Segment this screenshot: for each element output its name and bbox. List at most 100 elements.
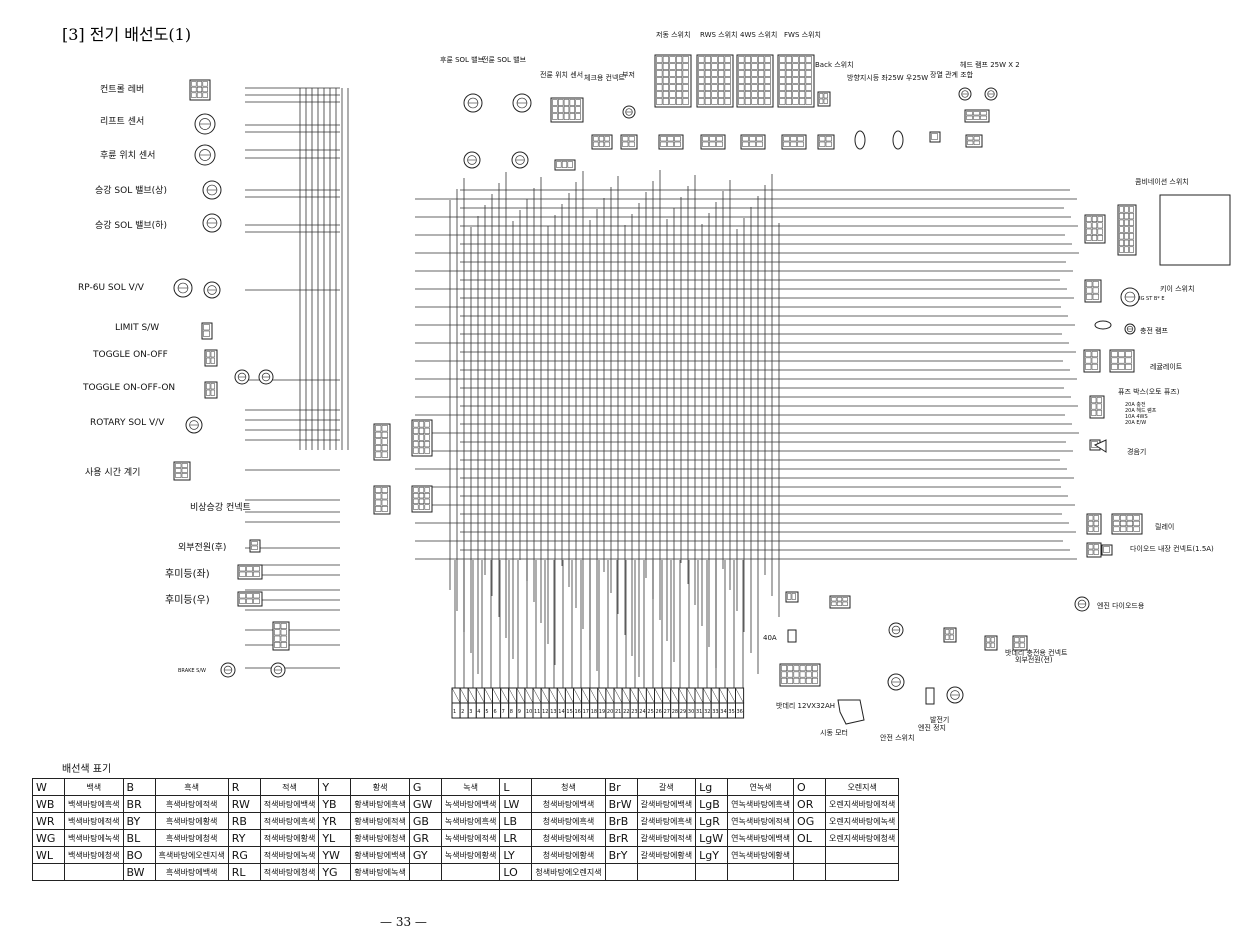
legend-code: WG — [32, 829, 65, 847]
legend-description: 흑색바탕에백색 — [154, 863, 229, 881]
left-component-label: 후미등(좌) — [165, 568, 210, 580]
legend-description: 녹색바탕에적색 — [440, 829, 501, 847]
legend-code: LB — [499, 812, 533, 830]
legend-description: 갈색 — [636, 778, 697, 796]
legend-description: 황색바탕에녹색 — [350, 863, 410, 881]
legend-code: OG — [793, 812, 827, 830]
left-component-label: 승강 SOL 밸브(하) — [95, 220, 167, 231]
connector-pin: 34 — [718, 687, 728, 719]
connector-pin-number: 13 — [550, 709, 556, 715]
front-sol-valve-b — [511, 151, 529, 169]
legend-code: Lg — [695, 778, 729, 796]
connector-pin: 13 — [548, 687, 558, 719]
charge-lamp-plug — [1094, 320, 1112, 330]
safety-switch — [887, 673, 905, 691]
connector-pin-number: 5 — [485, 709, 488, 715]
left-component-label: 사용 시간 계기 — [85, 466, 140, 478]
legend-description — [825, 863, 900, 881]
connector-pin: 12 — [540, 687, 550, 719]
left-component-label: LIMIT S/W — [115, 323, 159, 333]
control-lever-connector — [189, 79, 211, 101]
connector-pin-number: 12 — [542, 709, 548, 715]
connector-pin-number: 36 — [737, 709, 743, 715]
legend-code: B — [122, 778, 156, 796]
mode-switch-plug-2 — [740, 134, 766, 150]
legend-code — [604, 863, 638, 881]
fuse-box — [1089, 395, 1105, 419]
toggle-connector-a — [234, 369, 250, 385]
legend-description: 적색 — [259, 778, 320, 796]
legend-description: 갈색바탕에백색 — [636, 795, 697, 813]
tail-lamp-right — [237, 591, 263, 607]
rear-lamp-connector — [272, 621, 290, 651]
legend-description: 녹색 — [440, 778, 501, 796]
legend-description: 황색바탕에흑색 — [350, 795, 410, 813]
connector-pin: 33 — [710, 687, 720, 719]
right-component-label: 퓨즈 박스(오토 퓨즈) — [1118, 387, 1180, 396]
emergency-connector — [373, 485, 391, 515]
legend-description — [64, 863, 124, 881]
legend-code: BL — [122, 829, 156, 847]
left-component-label: RP-6U SOL V/V — [78, 283, 145, 293]
top-component-label: FWS 스위치 — [784, 30, 821, 39]
legend-code: Br — [604, 778, 638, 796]
legend-code: RG — [227, 846, 261, 864]
legend-code: W — [32, 778, 65, 796]
legend-description: 녹색바탕에흑색 — [440, 812, 501, 830]
toggle-connector-b — [258, 369, 274, 385]
external-power-rear — [249, 539, 261, 553]
regulator — [1109, 349, 1135, 373]
lift-sol-valve-down — [202, 213, 222, 233]
legend-code: YW — [318, 846, 352, 864]
connector-pin: 22 — [621, 687, 631, 719]
left-component-label: 후미등(우) — [165, 594, 210, 606]
fuse-rating: 20A 헤드 램프 — [1125, 407, 1157, 414]
legend-description — [825, 846, 900, 864]
legend-code: RY — [227, 829, 261, 847]
connector-pin-number: 1 — [453, 709, 456, 715]
right-component-label: 경음기 — [1127, 447, 1146, 456]
connector-pin: 15 — [564, 687, 575, 719]
legend-description: 청색바탕에황색 — [531, 846, 606, 864]
connector-pin-number: 6 — [494, 709, 497, 715]
turn-signal-lamp-1 — [892, 130, 904, 150]
legend-description: 적색바탕에청색 — [259, 863, 320, 881]
legend-code — [408, 863, 442, 881]
legend-description: 청색 — [531, 778, 606, 796]
connector-pin-number: 29 — [680, 709, 686, 715]
legend-description: 연녹색바탕에백색 — [727, 829, 795, 847]
connector-pin-number: 30 — [688, 709, 694, 715]
front-position-sensor-plug — [554, 159, 576, 171]
connector-pin-number: 26 — [656, 709, 662, 715]
engine-diode — [1074, 596, 1090, 612]
connector-pin: 16 — [573, 687, 583, 719]
lift-sensor — [194, 113, 216, 135]
legend-description: 흑색 — [154, 778, 229, 796]
left-component-label: BRAKE S/W — [178, 668, 206, 674]
legend-title: 배선색 표기 — [62, 764, 112, 775]
connector-pin: 6 — [492, 687, 502, 719]
left-component-label: TOGGLE ON-OFF-ON — [82, 383, 175, 393]
legend-code: RL — [227, 863, 261, 881]
legend-description — [440, 863, 501, 881]
legend-description: 흑색바탕에적색 — [154, 795, 229, 813]
page-number: — 33 — — [380, 915, 427, 929]
connector-pin: 20 — [605, 687, 615, 719]
relay-connector — [1086, 513, 1102, 535]
connector-pin-number: 2 — [461, 709, 464, 715]
legend-description: 적색바탕에백색 — [259, 795, 320, 813]
center-junction-connector — [411, 419, 433, 457]
connector-pin-number: 27 — [664, 709, 670, 715]
legend-description: 백색바탕에청색 — [64, 846, 124, 864]
right-component-label: 충전 램프 — [1140, 326, 1169, 335]
engine-stop-connector — [943, 627, 957, 643]
top-component-label: 전륜 SOL 밸브 — [482, 55, 527, 64]
legend-description: 오렌지색바탕에청색 — [825, 829, 900, 847]
legend-code: GB — [408, 812, 442, 830]
right-component-label: 레귤레이트 — [1150, 362, 1183, 371]
hour-meter — [173, 461, 191, 481]
relay — [1111, 513, 1143, 535]
mode-switch-plug-3 — [781, 134, 807, 150]
